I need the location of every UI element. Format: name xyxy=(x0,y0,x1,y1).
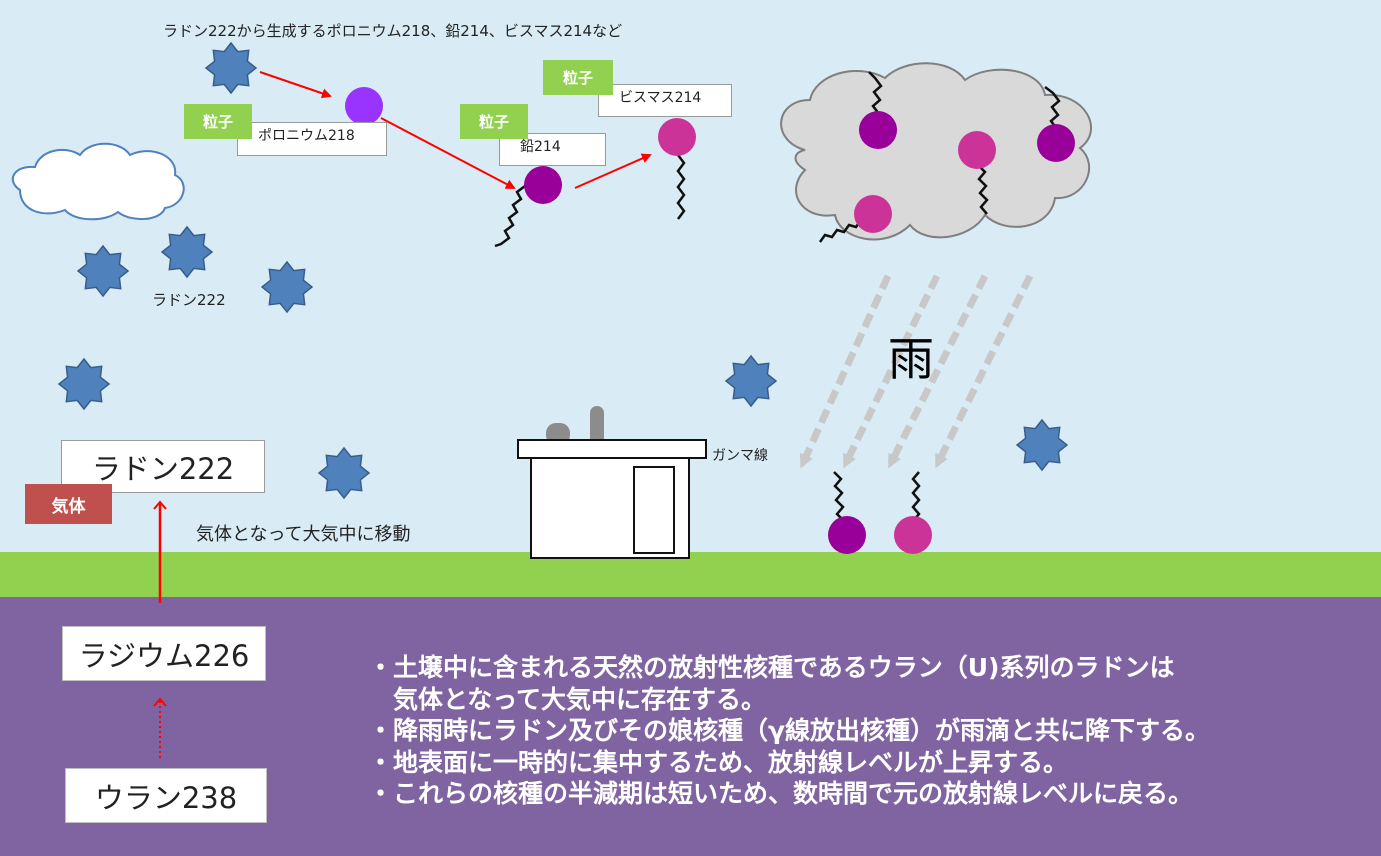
description-line: ・これらの核種の半減期は短いため、数時間で元の放射線レベルに戻る。 xyxy=(368,779,1194,808)
particle-tag: 粒子 xyxy=(543,60,613,95)
radium-226-box: ラジウム226 xyxy=(62,626,266,681)
cloud-icon xyxy=(780,62,1092,241)
gas-move-label: 気体となって大気中に移動 xyxy=(196,524,411,545)
diagram-title: ラドン222から生成するポロニウム218、鉛214、ビスマス214など xyxy=(163,22,623,40)
radon-label: ラドン222 xyxy=(152,291,226,309)
particle-tag: 粒子 xyxy=(184,104,252,139)
radon-222-box: ラドン222 xyxy=(61,440,265,493)
description-text: ・土壌中に含まれる天然の放射性核種であるウラン（U)系列のラドンは 気体となって… xyxy=(368,652,1210,810)
particle-circle-icon xyxy=(345,87,1075,554)
ground-grass xyxy=(0,552,1381,597)
bismuth-box: ビスマス214 xyxy=(598,84,732,117)
gas-tag: 気体 xyxy=(25,484,112,524)
decay-arrows xyxy=(153,71,652,758)
description-line: 気体となって大気中に存在する。 xyxy=(368,684,767,714)
lead-box: 鉛214 xyxy=(499,133,606,166)
rain-label: 雨 xyxy=(888,332,934,386)
description-line: ・降雨時にラドン及びその娘核種（γ線放出核種）が雨滴と共に降下する。 xyxy=(368,716,1211,745)
radon-star-icon xyxy=(57,41,1069,500)
description-line: ・地表面に一時的に集中するため、放射線レベルが上昇する。 xyxy=(368,747,1069,777)
particle-tag: 粒子 xyxy=(460,104,528,139)
description-line: ・土壌中に含まれる天然の放射性核種であるウラン（U)系列のラドンは xyxy=(368,653,1175,682)
cloud-icon xyxy=(11,142,185,221)
polonium-box: ポロニウム218 xyxy=(237,122,387,156)
gamma-ray-label: ガンマ線 xyxy=(712,448,768,464)
uranium-238-box: ウラン238 xyxy=(65,768,267,823)
rain-arrow-icon xyxy=(799,274,1034,469)
house-icon xyxy=(517,406,707,559)
